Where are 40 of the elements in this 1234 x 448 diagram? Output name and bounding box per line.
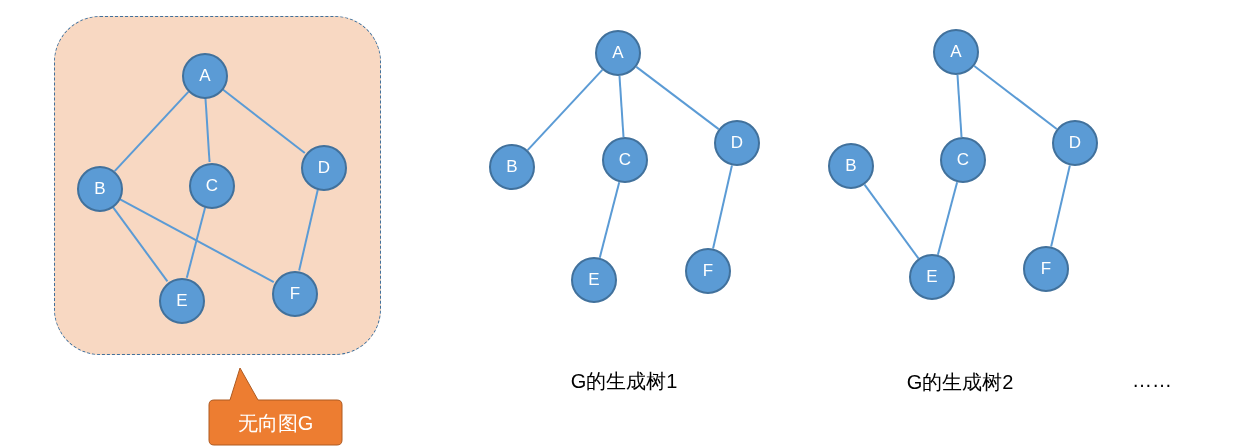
graph-vertex: B [489,144,535,190]
graph-vertex: C [189,163,235,209]
graph-edge [973,64,1058,131]
graph-vertex: E [909,254,955,300]
callout-box: 无向图G [208,366,343,446]
graph-edge [298,188,319,272]
graph-vertex: A [595,30,641,76]
caption-text: …… [1132,369,1172,392]
caption-text: G的生成树1 [570,369,678,394]
graph-edge [635,65,720,131]
graph-edge [863,183,920,260]
caption-text: G的生成树2 [906,370,1014,395]
graph-vertex: C [940,137,986,183]
graph-vertex: D [301,145,347,191]
graph-vertex: A [933,29,979,75]
graph-vertex: D [1052,120,1098,166]
graph-vertex: D [714,120,760,166]
graph-edge [204,96,211,164]
graph-edge [1050,164,1071,248]
graph-vertex: B [77,166,123,212]
graph-vertex: F [1023,246,1069,292]
graph-edge [113,90,190,173]
graph-vertex: A [182,53,228,99]
graph-edge [526,68,604,152]
graph-edge [111,205,169,283]
graph-vertex: C [602,137,648,183]
graph-edge [185,206,207,279]
graph-vertex: E [159,278,205,324]
graph-edge [936,181,959,256]
graph-edge [118,197,275,284]
graph-edge [618,74,625,139]
graph-panel [54,16,381,355]
graph-edge [221,88,306,154]
graph-vertex: F [272,271,318,317]
graph-edge [956,73,963,139]
graph-edge [598,181,621,259]
graph-vertex: F [685,248,731,294]
graph-edge [712,164,733,250]
graph-vertex: B [828,143,874,189]
graph-vertex: E [571,257,617,303]
